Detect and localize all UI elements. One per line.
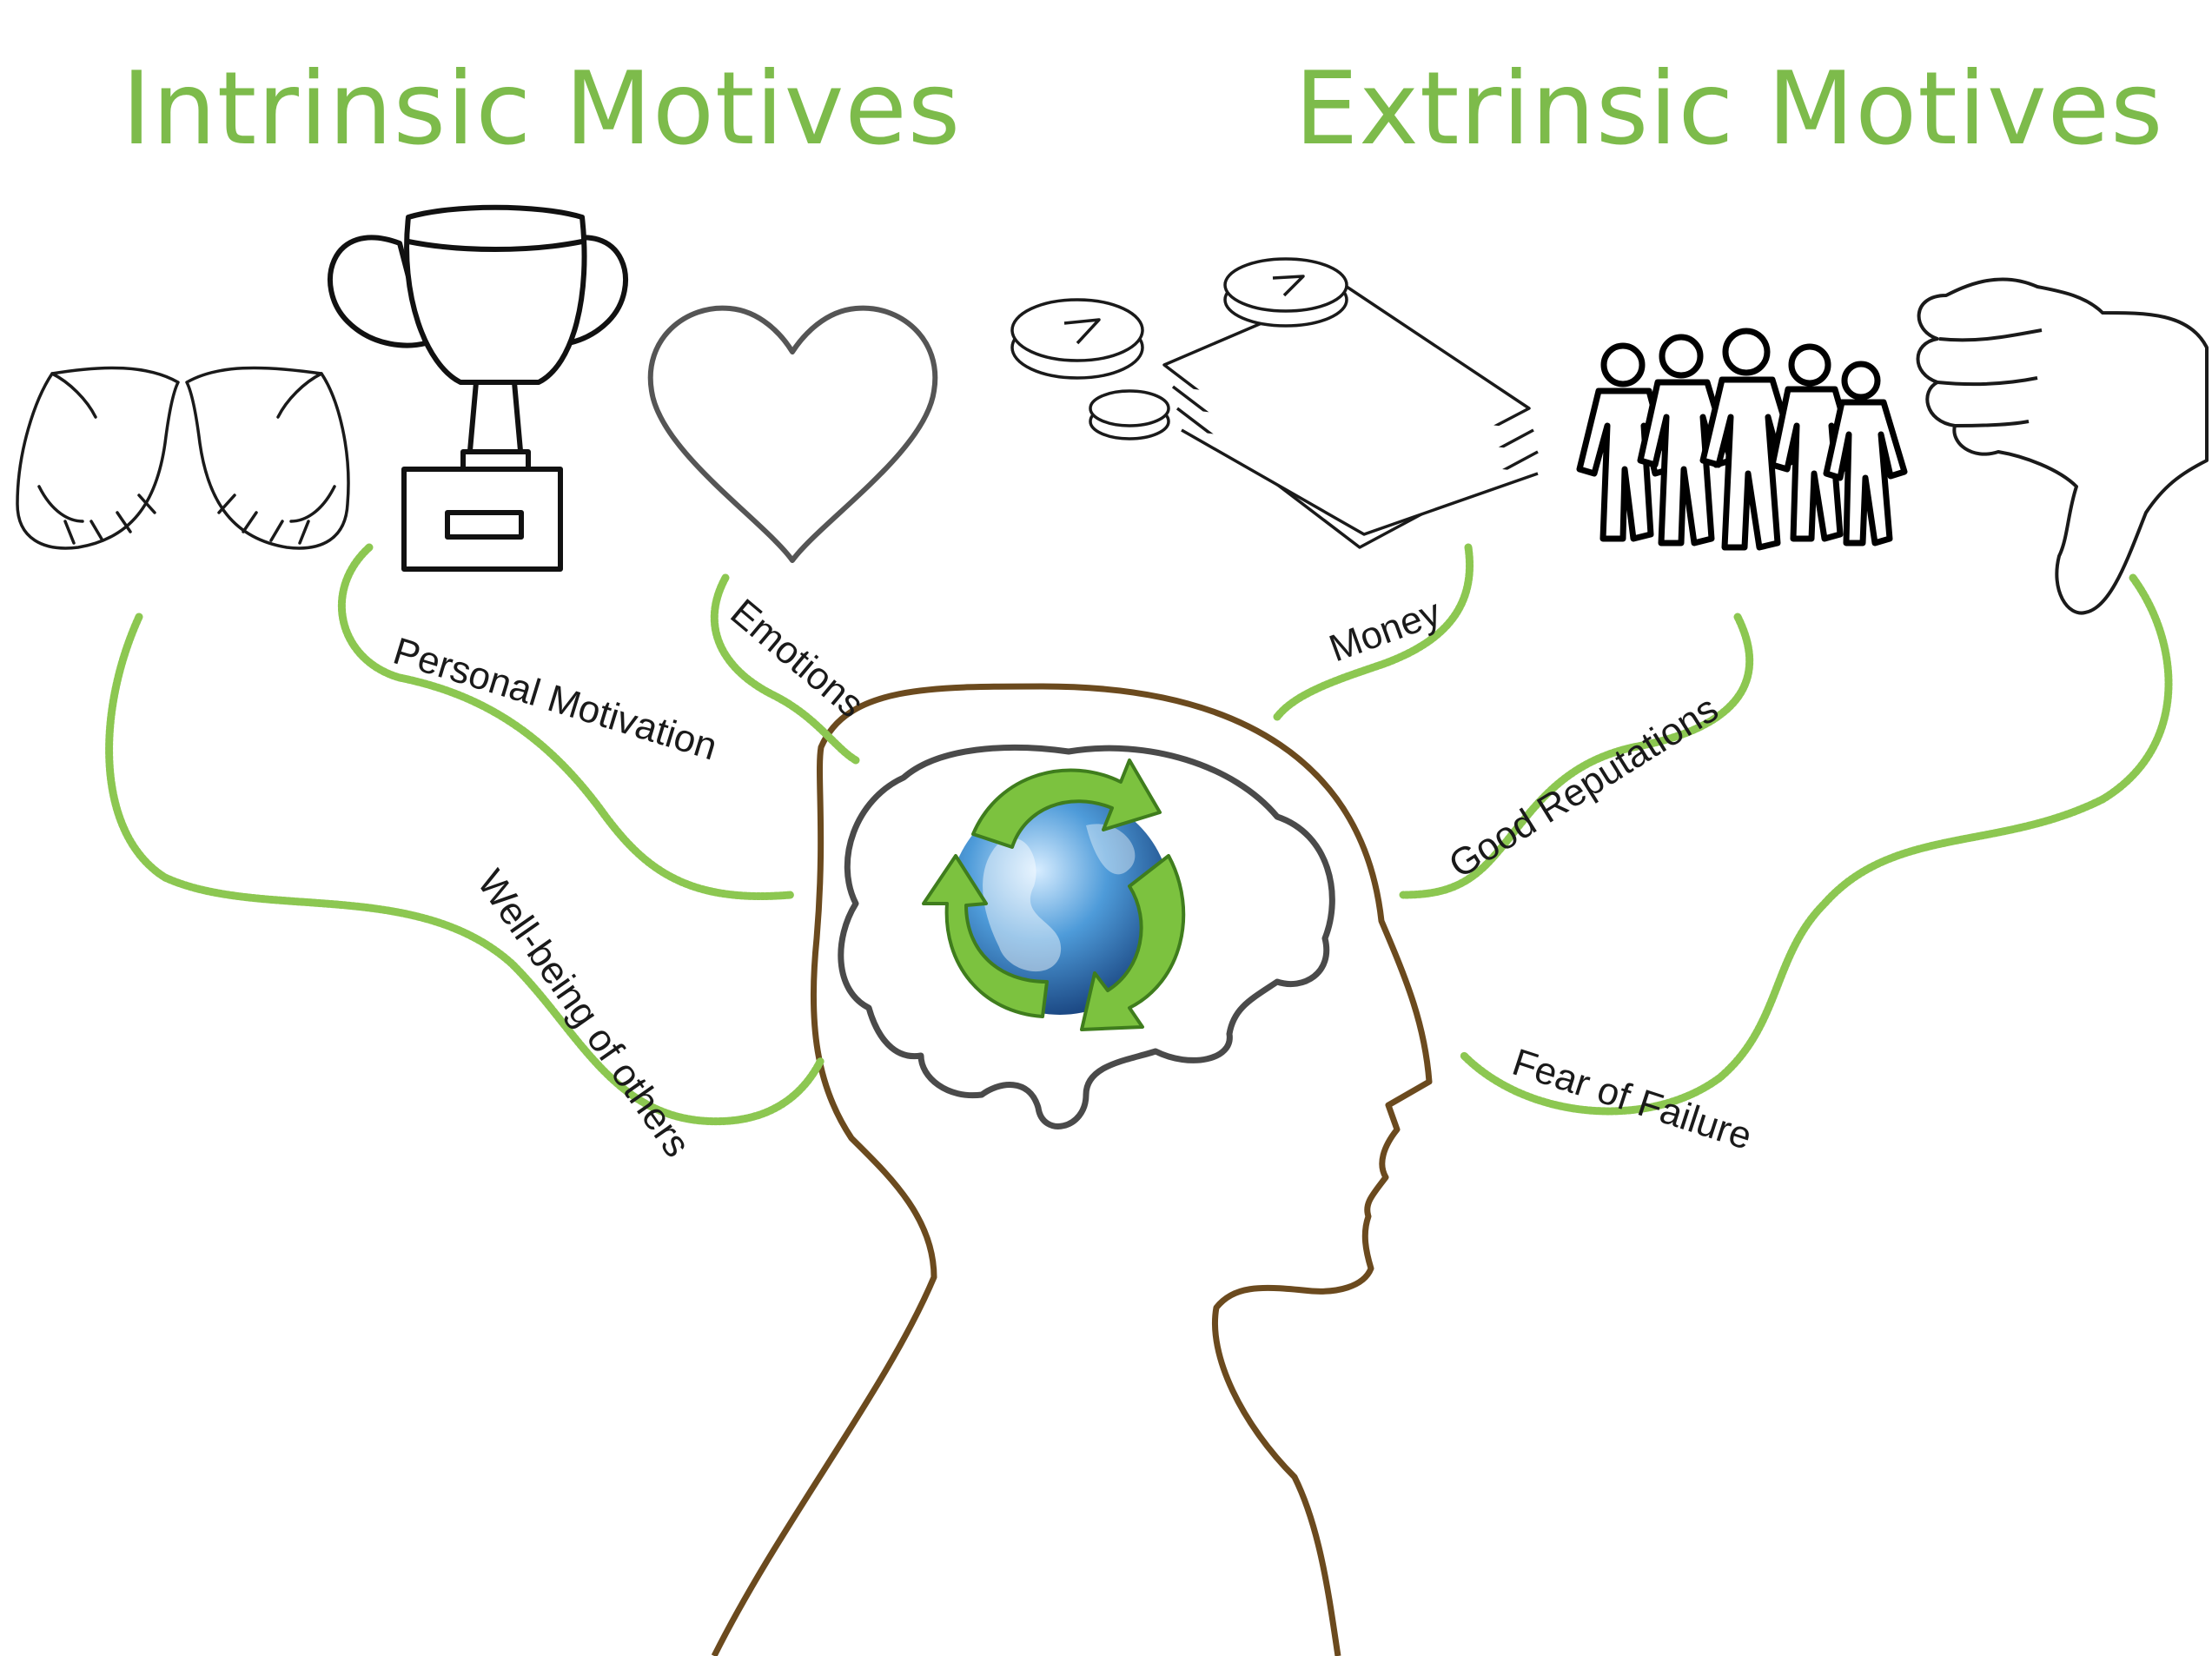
branch-money [1273,543,1474,721]
thumbs-down-icon [1916,277,2209,615]
intrinsic-motives-title: Intrinsic Motives [122,50,962,168]
trophy-icon [328,204,628,572]
branch-well-being [105,613,825,1126]
open-hands-icon [16,366,350,550]
recycle-globe-icon [922,758,1186,1031]
heart-icon [647,305,938,563]
branch-emotions [710,573,860,765]
branch-good-reputations [1399,613,1754,899]
head-silhouette-icon [711,683,1433,1656]
extrinsic-motives-title: Extrinsic Motives [1295,50,2164,168]
money-icon [1010,257,1539,549]
branch-fear-of-failure [1460,573,2173,1116]
branch-personal-motivation [337,543,795,900]
brain-icon [838,744,1335,1129]
label-personal-motivation: Personal Motivation [388,630,722,769]
label-good-reputations: Good Reputations [1441,687,1725,887]
label-well-being: Well-being of others [469,863,699,1165]
people-group-icon [1576,328,1908,551]
label-money: Money [1324,591,1447,670]
